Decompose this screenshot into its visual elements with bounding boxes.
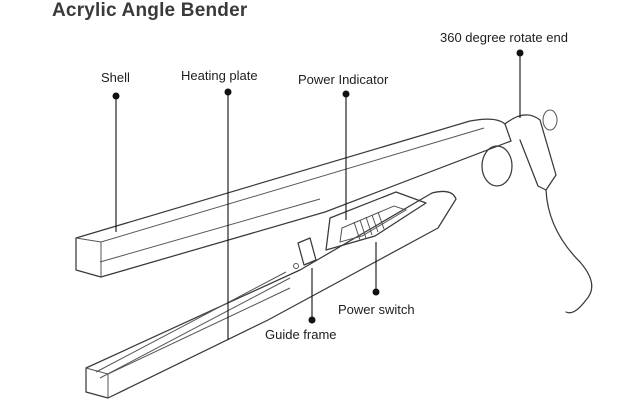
diagram-title: Acrylic Angle Bender <box>52 0 248 21</box>
label-power-switch: Power switch <box>338 302 415 317</box>
power-switch-dot <box>372 288 380 296</box>
label-guide-frame: Guide frame <box>265 327 337 342</box>
lower-arm <box>85 190 457 399</box>
label-power-indicator: Power Indicator <box>298 72 389 87</box>
label-shell: Shell <box>101 70 130 85</box>
upper-arm <box>75 118 512 278</box>
rotate-end-dot <box>516 49 524 57</box>
guide-frame-dot <box>308 316 316 324</box>
power-indicator-dot <box>342 90 350 98</box>
label-rotate-end: 360 degree rotate end <box>440 30 568 45</box>
rotate-end-hinge <box>481 109 593 314</box>
label-heating-plate: Heating plate <box>181 68 258 83</box>
leader-dots <box>112 49 524 324</box>
leader-lines <box>115 53 521 340</box>
heating-plate-strip <box>95 271 291 379</box>
heating-plate-dot <box>224 88 232 96</box>
shell-dot <box>112 92 120 100</box>
power-switch-block <box>325 191 427 251</box>
guide-frame-shape <box>293 237 317 269</box>
